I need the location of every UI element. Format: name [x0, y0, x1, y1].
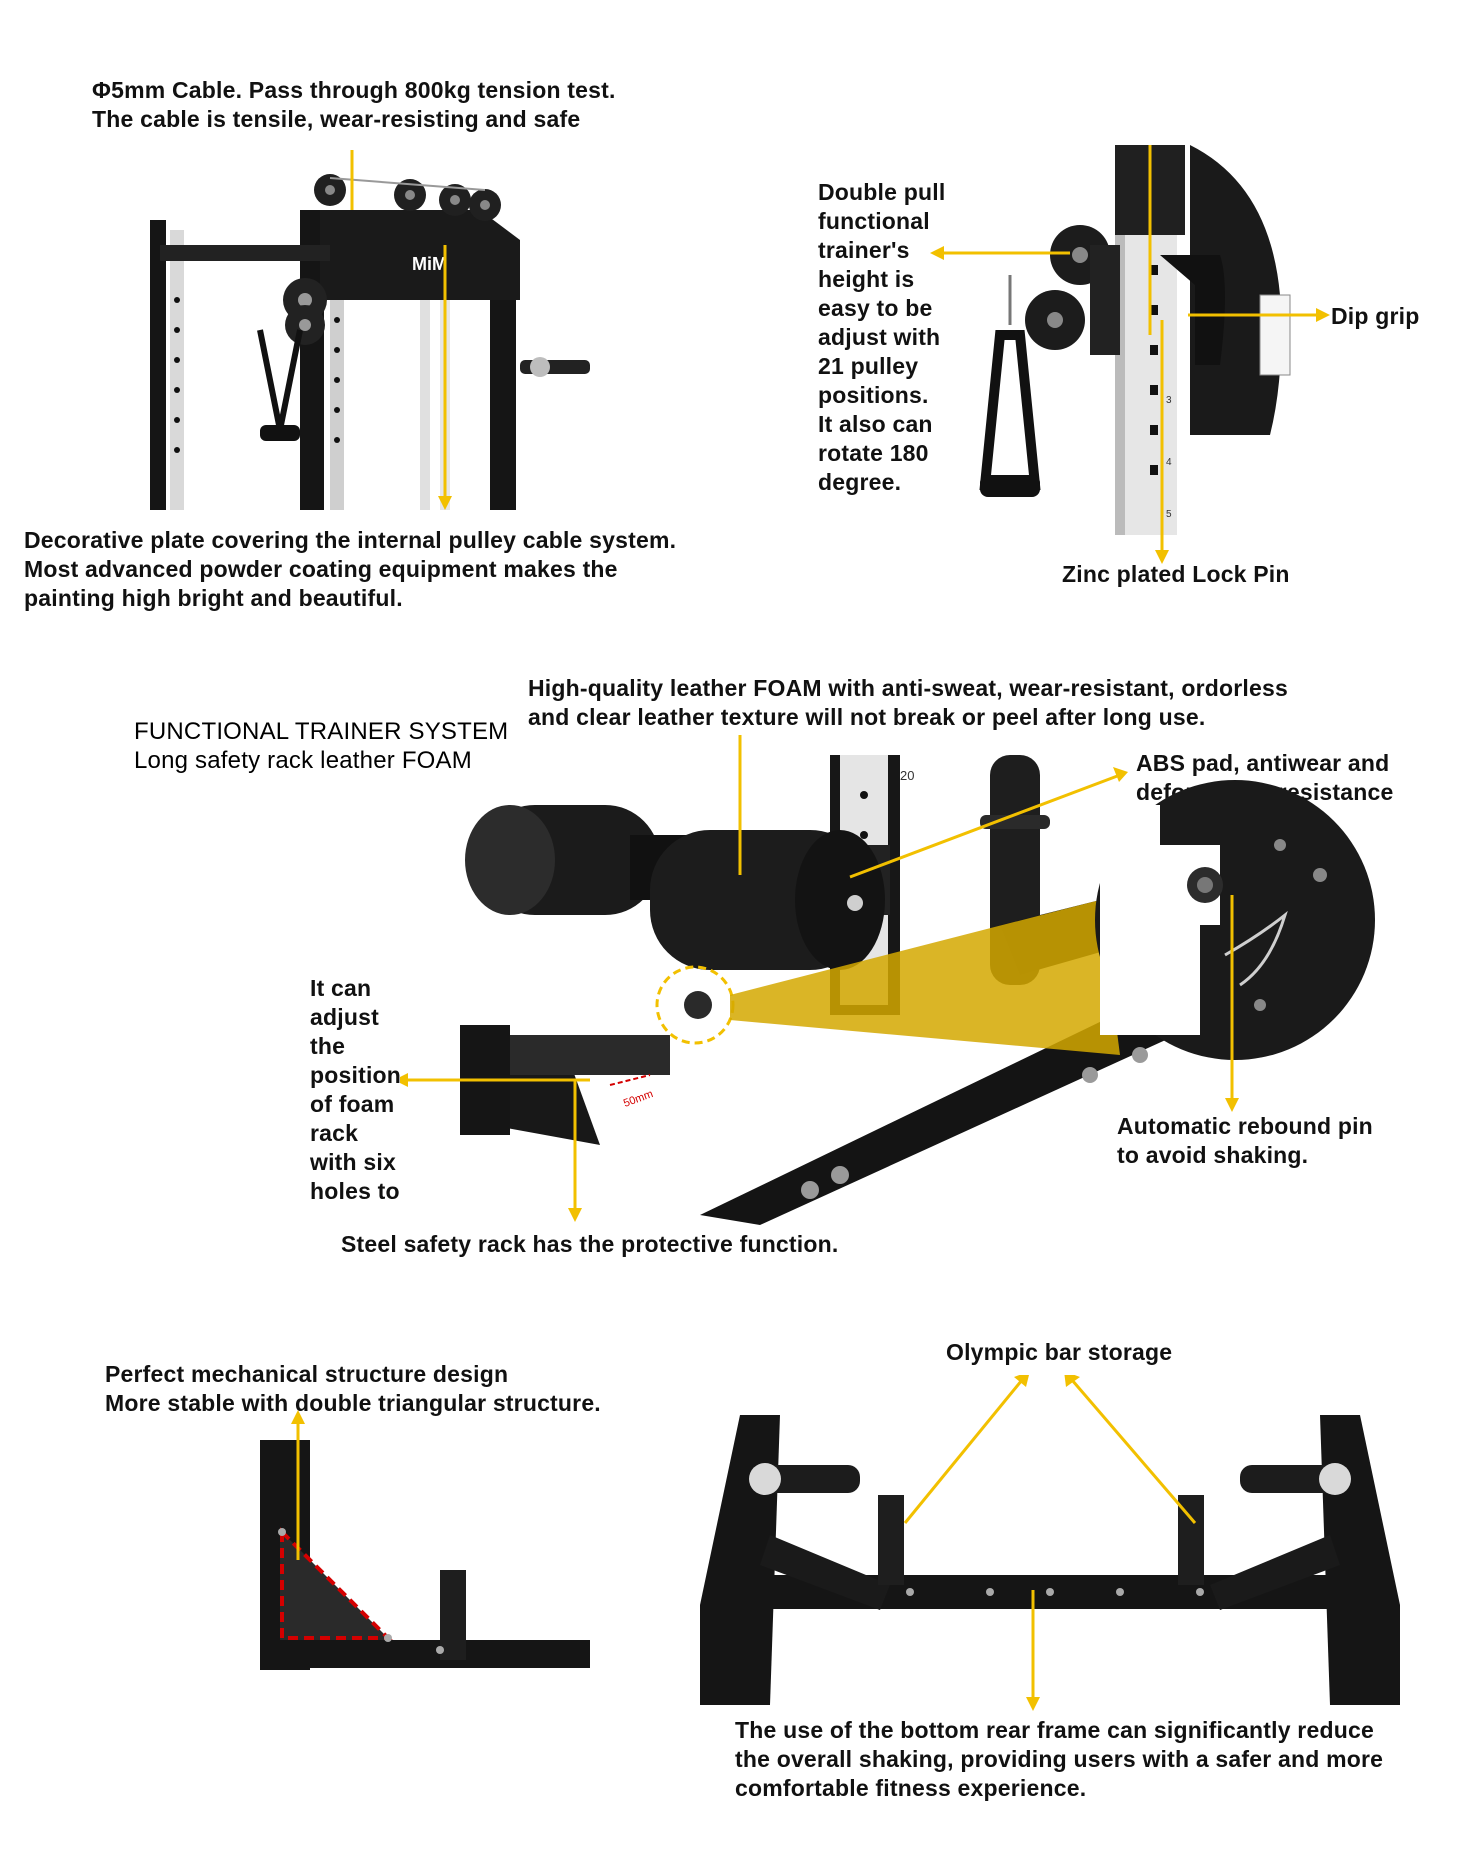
hole-number: 5: [1166, 509, 1172, 520]
foam-caption: High-quality leather FOAM with anti-swea…: [528, 675, 1288, 730]
olympic-bar-storage-image: [700, 1375, 1400, 1711]
olympic-caption: Olympic bar storage: [946, 1339, 1173, 1365]
pulley-closeup-image: 3 4 5: [930, 145, 1330, 564]
brand-logo: MiM: [412, 254, 447, 274]
section-title: FUNCTIONAL TRAINER SYSTEM Long safety ra…: [134, 718, 509, 774]
lock-pin-label: Zinc plated Lock Pin: [1062, 561, 1290, 587]
functional-trainer-top-image: MiM: [150, 150, 590, 510]
hole-number: 3: [1166, 395, 1172, 406]
dip-grip-label: Dip grip: [1331, 303, 1420, 329]
steel-rack-caption: Steel safety rack has the protective fun…: [341, 1231, 839, 1257]
hole-number: 4: [1166, 457, 1172, 468]
structure-caption: Perfect mechanical structure design More…: [105, 1361, 601, 1416]
triangular-structure-image: [260, 1410, 590, 1670]
measure-label: 50mm: [622, 1088, 655, 1110]
adjust-caption: It can adjust the position of foam rack …: [310, 975, 402, 1204]
safety-rack-image: 20 50mm: [400, 735, 1375, 1225]
plate-caption: Decorative plate covering the internal p…: [24, 527, 677, 611]
pulley-caption: Double pull functional trainer's height …: [818, 179, 946, 495]
cable-caption: Φ5mm Cable. Pass through 800kg tension t…: [92, 77, 616, 132]
rebound-caption: Automatic rebound pin to avoid shaking.: [1117, 1113, 1373, 1168]
frame-caption: The use of the bottom rear frame can sig…: [735, 1717, 1384, 1801]
upright-number: 20: [900, 768, 914, 783]
